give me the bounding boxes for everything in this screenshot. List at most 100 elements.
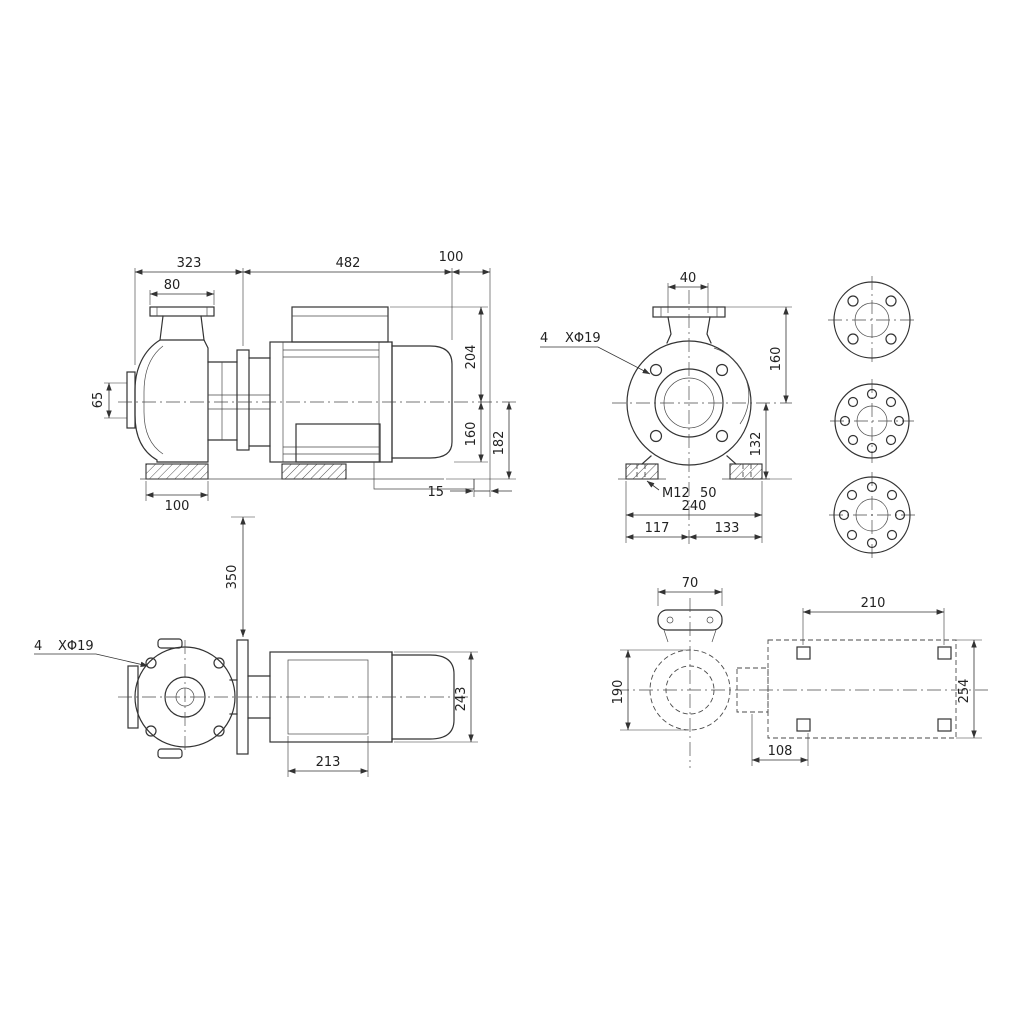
casing-bolt-hole [213, 725, 225, 737]
dim-15: 15 [427, 479, 512, 500]
flange-bolt-hole [847, 295, 859, 307]
dim-482: 482 [242, 256, 453, 340]
mounting-pad [937, 718, 952, 732]
dim-117: 117 [625, 521, 690, 540]
dim-text-108: 108 [768, 744, 793, 759]
dim-text-50: 50 [700, 486, 717, 501]
flange-view-bottom [829, 472, 915, 558]
dim-210: 210 [802, 596, 945, 645]
dim-text-100-bottom: 100 [165, 499, 190, 514]
pump-casing-plan [127, 638, 236, 759]
motor-flange-plate [236, 349, 250, 451]
flange-view-middle [830, 379, 914, 463]
motor-side [140, 306, 475, 490]
motor-frame-outline [767, 639, 957, 739]
bearing-bracket [207, 349, 271, 451]
front-view: 40 4 XΦ19 160 132 M12 50 240 [540, 271, 792, 545]
dim-65: 65 [91, 382, 127, 419]
dim-text-243: 243 [454, 687, 469, 712]
dim-text-70: 70 [682, 576, 699, 591]
pump-casing-front [618, 306, 770, 480]
plan-view: 4 XΦ19 243 213 [34, 638, 478, 777]
bolt-callout-front: 4 XΦ19 [540, 331, 651, 375]
pump-foot-mount [145, 463, 209, 480]
dim-160-front: 160 [725, 306, 792, 404]
dim-text-190: 190 [611, 680, 626, 705]
dim-213: 213 [287, 736, 369, 777]
dim-240: 240 [625, 481, 763, 543]
bolt-count-text: 4 [540, 331, 548, 346]
dim-text-100-top: 100 [439, 250, 464, 265]
dim-text-80: 80 [164, 278, 181, 293]
dim-text-182: 182 [492, 431, 507, 456]
dim-323: 323 [134, 256, 244, 365]
left-foot [625, 463, 659, 480]
dim-160-side: 160 [454, 401, 488, 463]
dim-text-117: 117 [645, 521, 670, 536]
bolt-callout-plan: 4 XΦ19 [34, 639, 149, 667]
side-view: 80 323 482 100 65 204 [91, 250, 516, 638]
base-rail [373, 462, 475, 490]
dim-70: 70 [657, 576, 723, 606]
flange-bolt-hole [885, 295, 897, 307]
pump-footprint [649, 609, 769, 731]
fan-cover [391, 345, 453, 459]
dim-text-350: 350 [225, 565, 240, 590]
dim-text-204: 204 [464, 345, 479, 370]
foot-thread-callout: M12 50 [646, 480, 717, 501]
dim-text-132: 132 [749, 432, 764, 457]
flange-views [828, 276, 916, 558]
dim-text-323: 323 [177, 256, 202, 271]
baseplate-view: 70 210 190 254 108 [611, 576, 988, 768]
casing-bolt-hole [715, 429, 729, 443]
dim-204: 204 [390, 306, 488, 403]
dim-100-bottom: 100 [145, 481, 209, 514]
right-foot [729, 463, 763, 480]
casing-bolt-hole [213, 657, 225, 669]
flange-view-top [828, 276, 916, 364]
dim-254: 254 [956, 639, 982, 739]
dim-350: 350 [225, 516, 255, 638]
m12-text: M12 [662, 486, 690, 501]
dim-text-40: 40 [680, 271, 697, 286]
dim-243: 243 [394, 651, 478, 743]
suction-flange [149, 306, 215, 317]
motor-foot-mount [281, 463, 347, 480]
dim-133: 133 [688, 521, 763, 540]
dim-text-482: 482 [336, 256, 361, 271]
dim-text-254: 254 [957, 679, 972, 704]
dim-132: 132 [749, 402, 792, 480]
dim-190: 190 [611, 649, 686, 731]
mounting-pad [796, 718, 811, 732]
dim-text-160-side: 160 [464, 422, 479, 447]
flange-bolt-hole [885, 333, 897, 345]
dim-100-top: 100 [439, 250, 491, 497]
dim-text-213: 213 [316, 755, 341, 770]
dim-40: 40 [667, 271, 709, 313]
casing-bolt-hole [145, 657, 157, 669]
dim-text-210: 210 [861, 596, 886, 611]
dim-text-240: 240 [682, 499, 707, 514]
dim-text-133: 133 [715, 521, 740, 536]
motor-foot-block [295, 423, 381, 463]
dim-80: 80 [149, 278, 215, 305]
terminal-box [291, 306, 389, 343]
bolt-hole-text: XΦ19 [58, 639, 94, 654]
dim-text-160-front: 160 [769, 347, 784, 372]
dim-text-65: 65 [91, 392, 106, 409]
mounting-pad [937, 646, 952, 660]
mounting-pad [796, 646, 811, 660]
bolt-count-text: 4 [34, 639, 42, 654]
pump-casing-side [126, 306, 215, 480]
casing-bolt-hole [145, 725, 157, 737]
motor-footprint [767, 639, 957, 739]
dim-108: 108 [751, 714, 809, 766]
casing-bolt-hole [649, 429, 663, 443]
discharge-flange-side [126, 371, 136, 429]
casing-bolt-hole [649, 363, 663, 377]
dim-182: 182 [446, 401, 516, 480]
dim-text-15: 15 [427, 485, 444, 500]
bolt-hole-text: XΦ19 [565, 331, 601, 346]
